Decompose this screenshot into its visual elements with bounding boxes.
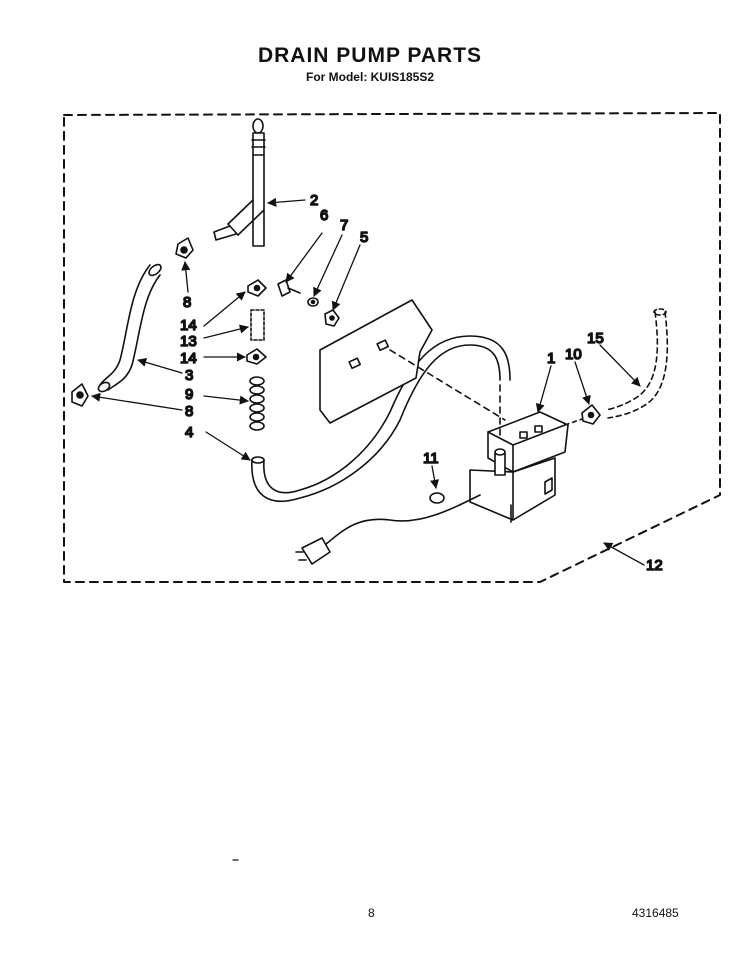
tee-tube-part-2 bbox=[213, 118, 266, 247]
screw-part-6 bbox=[277, 279, 301, 297]
callout-1: 1 bbox=[547, 350, 555, 367]
washer-lower-part-14 bbox=[246, 348, 267, 365]
clamp-upper-part-8 bbox=[175, 237, 194, 259]
callout-numbers: 2 6 7 5 8 14 13 14 3 9 8 4 1 10 15 11 12 bbox=[179, 191, 663, 575]
callout-3: 3 bbox=[185, 367, 193, 384]
callout-8-lower: 8 bbox=[185, 403, 193, 420]
callout-9: 9 bbox=[185, 386, 193, 403]
connector-part-9 bbox=[249, 376, 265, 431]
page-number: 8 bbox=[368, 906, 375, 920]
washer-part-7 bbox=[307, 297, 319, 307]
callout-14-lower: 14 bbox=[180, 350, 197, 367]
hose-part-3 bbox=[99, 264, 161, 391]
callout-4: 4 bbox=[185, 424, 193, 441]
nut-part-5 bbox=[324, 309, 340, 327]
power-cord bbox=[324, 494, 481, 546]
callout-12: 12 bbox=[646, 557, 663, 574]
hose-part-15 bbox=[605, 311, 669, 419]
callout-7: 7 bbox=[340, 217, 348, 234]
alignment-line-a bbox=[389, 349, 506, 421]
clamp-part-10 bbox=[581, 404, 601, 425]
power-plug bbox=[295, 537, 331, 565]
alignment-line-c bbox=[564, 417, 586, 426]
leader-lines bbox=[91, 197, 645, 566]
callout-6: 6 bbox=[320, 207, 328, 224]
callout-8-upper: 8 bbox=[183, 294, 191, 311]
washer-upper-part-14 bbox=[247, 279, 267, 297]
clamp-lower-part-8 bbox=[71, 383, 89, 407]
callout-15: 15 bbox=[587, 330, 604, 347]
callout-2: 2 bbox=[310, 192, 318, 209]
callout-5: 5 bbox=[360, 229, 368, 246]
callout-11: 11 bbox=[423, 450, 439, 467]
drain-hose-part-4 bbox=[251, 335, 511, 503]
mounting-plate bbox=[319, 299, 433, 424]
pump-body-part-1 bbox=[469, 411, 569, 523]
document-number: 4316485 bbox=[632, 906, 679, 920]
callout-13: 13 bbox=[180, 333, 197, 350]
callout-10: 10 bbox=[565, 346, 582, 363]
callout-14-upper: 14 bbox=[180, 317, 197, 334]
kit-boundary-dashed bbox=[63, 112, 721, 583]
plug-part-11 bbox=[429, 492, 445, 504]
page-title: DRAIN PUMP PARTS bbox=[257, 44, 483, 67]
model-subtitle: For Model: KUIS185S2 bbox=[305, 70, 435, 84]
sleeve-part-13 bbox=[250, 309, 265, 341]
